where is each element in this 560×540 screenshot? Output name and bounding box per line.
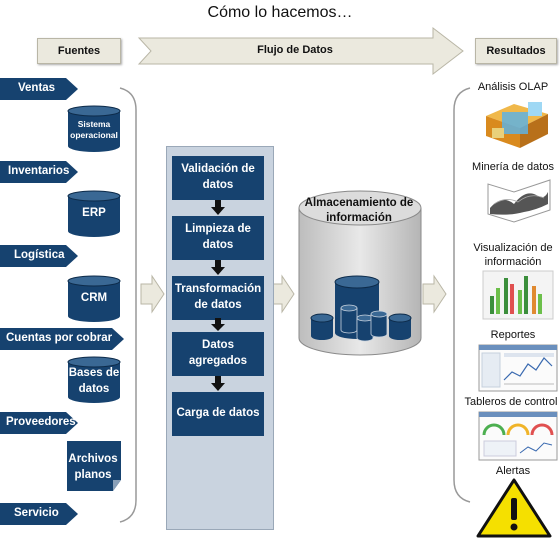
database-cluster-icon [310, 275, 412, 342]
down-arrow-3 [211, 318, 225, 331]
source-label-proveedores: Proveedores [6, 416, 76, 428]
result-label-olap: Análisis OLAP [477, 81, 549, 93]
flow-arrow-1 [140, 274, 165, 314]
system-erp: ERP [82, 207, 106, 219]
storage-label: Almacenamiento de información [304, 197, 414, 224]
step-validacion: Validación de datos [172, 156, 264, 200]
cylinder-bases [67, 356, 121, 403]
source-label-cuentas: Cuentas por cobrar [6, 332, 113, 344]
flow-header-arrow [137, 26, 464, 76]
dashboard-screenshot-icon [478, 411, 558, 461]
result-label-visualizacion: Visualización de información [473, 242, 553, 269]
file-icon-archivos [67, 441, 121, 491]
down-arrow-1 [211, 200, 225, 215]
source-arrow-4 [0, 412, 78, 434]
cylinder-erp [67, 190, 121, 237]
result-label-alertas: Alertas [495, 465, 531, 477]
source-arrow-2 [0, 245, 78, 267]
report-screenshot-icon [478, 344, 558, 392]
source-arrow-0 [0, 78, 78, 100]
result-label-reportes: Reportes [490, 329, 536, 341]
step-limpieza: Limpieza de datos [172, 216, 264, 260]
source-label-inventarios: Inventarios [8, 165, 70, 177]
storage-cylinder [298, 190, 422, 356]
down-arrow-4 [211, 376, 225, 391]
data-mining-surface-icon [487, 179, 551, 223]
results-bracket [453, 87, 471, 503]
down-arrow-2 [211, 260, 225, 275]
visualization-chart-icon [482, 270, 554, 320]
system-sistema-operacional: Sistema operacional [70, 119, 118, 141]
step-carga: Carga de datos [172, 392, 264, 436]
source-arrow-5 [0, 503, 78, 525]
alert-warning-icon [476, 478, 552, 538]
source-arrow-3 [0, 328, 124, 350]
source-label-logistica: Logística [14, 249, 65, 261]
source-label-ventas: Ventas [18, 82, 56, 94]
flow-arrow-3 [422, 274, 447, 314]
system-archivos-planos: Archivos planos [68, 453, 118, 481]
cylinder-crm [67, 275, 121, 322]
result-label-tableros: Tableros de control [464, 396, 558, 408]
olap-cube-icon [486, 102, 548, 148]
step-transformacion: Transformación de datos [172, 276, 264, 320]
page-title: Cómo lo hacemos… [207, 4, 353, 21]
cylinder-sistema [67, 105, 121, 152]
step-datos-agregados: Datos agregados [172, 332, 264, 376]
result-label-mineria: Minería de datos [472, 161, 554, 173]
system-crm: CRM [80, 292, 108, 304]
header-results: Resultados [475, 38, 557, 64]
source-arrow-1 [0, 161, 78, 183]
header-sources: Fuentes [37, 38, 121, 64]
header-flow: Flujo de Datos [257, 44, 333, 56]
system-bases-de-datos: Bases de datos [68, 367, 120, 395]
source-label-servicio: Servicio [14, 507, 59, 519]
sources-bracket [119, 87, 137, 523]
